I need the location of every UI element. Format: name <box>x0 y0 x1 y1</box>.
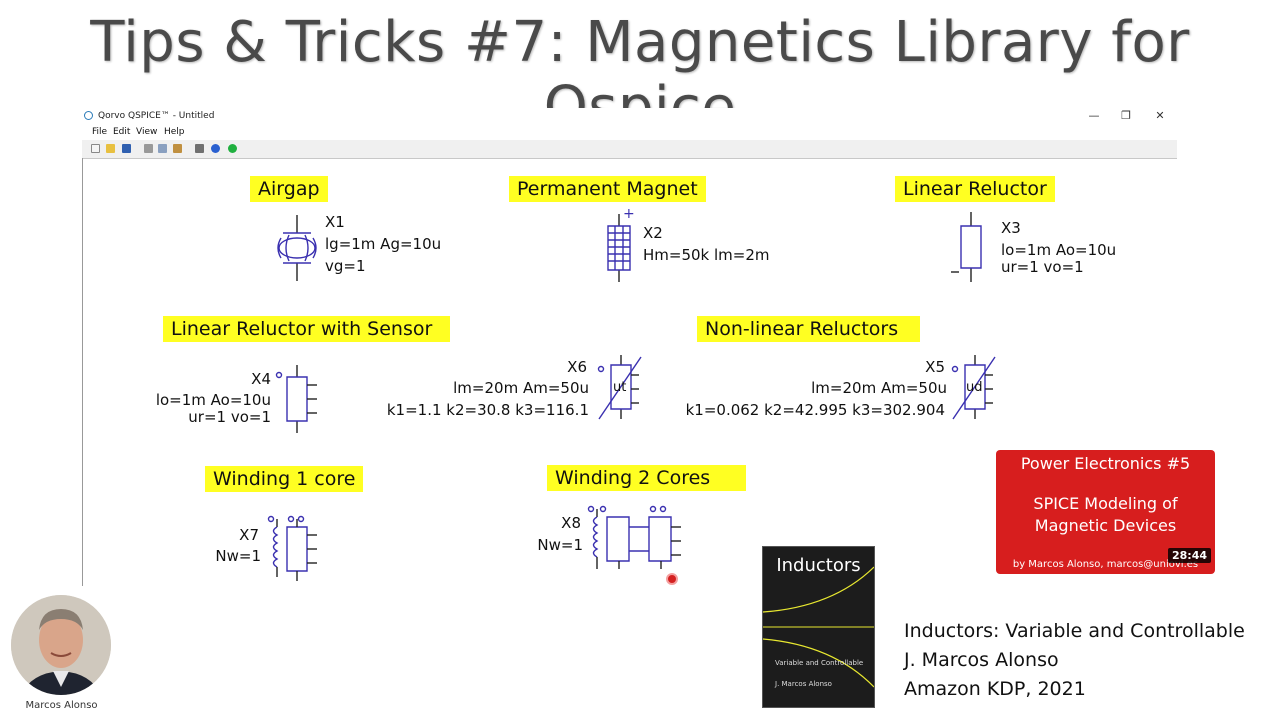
qspice-app-icon <box>84 111 93 120</box>
presenter-avatar <box>11 595 111 695</box>
x5-ref: X5 <box>925 358 945 376</box>
video-author: by Marcos Alonso, marcos@uniovi.es <box>1012 559 1199 570</box>
heading-winding-1-core: Winding 1 core <box>205 466 364 492</box>
window-titlebar: Qorvo QSPICE™ - Untitled — ❐ ✕ <box>82 108 1177 126</box>
minimize-button[interactable]: — <box>1088 109 1100 122</box>
x2-ref: X2 <box>643 224 663 242</box>
x1-params-1: lg=1m Ag=10u <box>325 235 442 253</box>
presenter-name: Marcos Alonso <box>25 700 98 711</box>
cut-icon[interactable] <box>144 144 153 153</box>
book-cover-title: Inductors <box>776 555 861 576</box>
x6-params-1: lm=20m Am=50u <box>453 379 589 397</box>
x5-symbol-text: ud <box>966 380 983 395</box>
x4-params-2: ur=1 vo=1 <box>188 408 271 426</box>
airgap-symbol[interactable] <box>273 213 323 285</box>
video-subtitle-line-2: Magnetic Devices <box>1034 516 1177 535</box>
video-duration-badge: 28:44 <box>1167 548 1211 563</box>
heading-permanent-magnet: Permanent Magnet <box>509 176 706 202</box>
heading-airgap: Airgap <box>250 176 328 202</box>
book-ref-publisher: Amazon KDP, 2021 <box>904 678 1086 700</box>
close-button[interactable]: ✕ <box>1155 109 1165 122</box>
menu-view[interactable]: View <box>136 127 158 137</box>
heading-linear-reluctor-sensor: Linear Reluctor with Sensor <box>163 316 450 342</box>
x5-params-2: k1=0.062 k2=42.995 k3=302.904 <box>685 401 945 419</box>
book-ref-author: J. Marcos Alonso <box>904 649 1059 671</box>
cursor-highlight <box>666 573 678 585</box>
run-icon[interactable] <box>228 144 237 153</box>
nonlinear-reluctor-ud-symbol[interactable] <box>949 353 999 423</box>
heading-nonlinear-reluctors: Non-linear Reluctors <box>697 316 920 342</box>
x2-params-1: Hm=50k lm=2m <box>643 246 770 264</box>
x7-params-1: Nw=1 <box>215 547 261 565</box>
video-subtitle: SPICE Modeling of Magnetic Devices <box>996 493 1215 537</box>
menu-help[interactable]: Help <box>164 127 185 137</box>
book-ref-title: Inductors: Variable and Controllable <box>904 620 1245 642</box>
x6-symbol-text: ut <box>613 380 627 395</box>
x6-params-2: k1=1.1 k2=30.8 k3=116.1 <box>386 401 589 419</box>
paste-icon[interactable] <box>173 144 182 153</box>
x6-ref: X6 <box>567 358 587 376</box>
new-icon[interactable] <box>91 144 100 153</box>
restore-button[interactable]: ❐ <box>1121 109 1131 122</box>
winding-2-cores-symbol[interactable] <box>583 503 693 577</box>
linear-reluctor-sensor-symbol[interactable] <box>273 363 321 435</box>
print-icon[interactable] <box>195 144 204 153</box>
x3-params-2: ur=1 vo=1 <box>1001 258 1084 276</box>
x3-ref: X3 <box>1001 219 1021 237</box>
book-cover-curves <box>763 566 874 688</box>
menu-edit[interactable]: Edit <box>113 127 131 137</box>
x3-params-1: lo=1m Ao=10u <box>1001 241 1117 259</box>
help-icon[interactable] <box>211 144 220 153</box>
open-icon[interactable] <box>106 144 115 153</box>
nonlinear-reluctor-ut-symbol[interactable] <box>595 353 645 423</box>
x1-ref: X1 <box>325 213 345 231</box>
x4-params-1: lo=1m Ao=10u <box>155 391 271 409</box>
x2-plus-sign: + <box>623 206 635 222</box>
heading-winding-2-cores: Winding 2 Cores <box>547 465 746 491</box>
x4-ref: X4 <box>251 370 271 388</box>
window-title: Qorvo QSPICE™ - Untitled <box>98 111 215 121</box>
linear-reluctor-symbol[interactable] <box>949 210 989 284</box>
menu-bar: File Edit View Help <box>82 126 1177 140</box>
permanent-magnet-symbol[interactable] <box>605 212 635 284</box>
book-cover[interactable]: Inductors Variable and Controllable J. M… <box>762 546 875 708</box>
menu-file[interactable]: File <box>92 127 108 137</box>
x8-ref: X8 <box>561 514 581 532</box>
copy-icon[interactable] <box>158 144 167 153</box>
book-cover-author: J. Marcos Alonso <box>775 680 832 688</box>
save-icon[interactable] <box>122 144 131 153</box>
book-cover-subtitle: Variable and Controllable <box>775 659 864 667</box>
x7-ref: X7 <box>239 526 259 544</box>
heading-linear-reluctor: Linear Reluctor <box>895 176 1055 202</box>
schematic-canvas[interactable]: Airgap Permanent Magnet Linear Reluctor … <box>82 158 1177 586</box>
video-series: Power Electronics #5 <box>1020 454 1191 473</box>
book-reference: Inductors: Variable and Controllable J. … <box>904 617 1245 704</box>
toolbar <box>82 140 1177 159</box>
winding-1-core-symbol[interactable] <box>263 513 325 585</box>
qspice-window: Qorvo QSPICE™ - Untitled — ❐ ✕ File Edit… <box>82 108 1177 586</box>
x5-params-1: lm=20m Am=50u <box>811 379 947 397</box>
x8-params-1: Nw=1 <box>537 536 583 554</box>
x1-params-2: vg=1 <box>325 257 366 275</box>
video-card[interactable]: Power Electronics #5 SPICE Modeling of M… <box>996 450 1215 574</box>
slide-title: Tips & Tricks #7: Magnetics Library for … <box>90 10 1190 140</box>
video-subtitle-line-1: SPICE Modeling of <box>1033 494 1178 513</box>
